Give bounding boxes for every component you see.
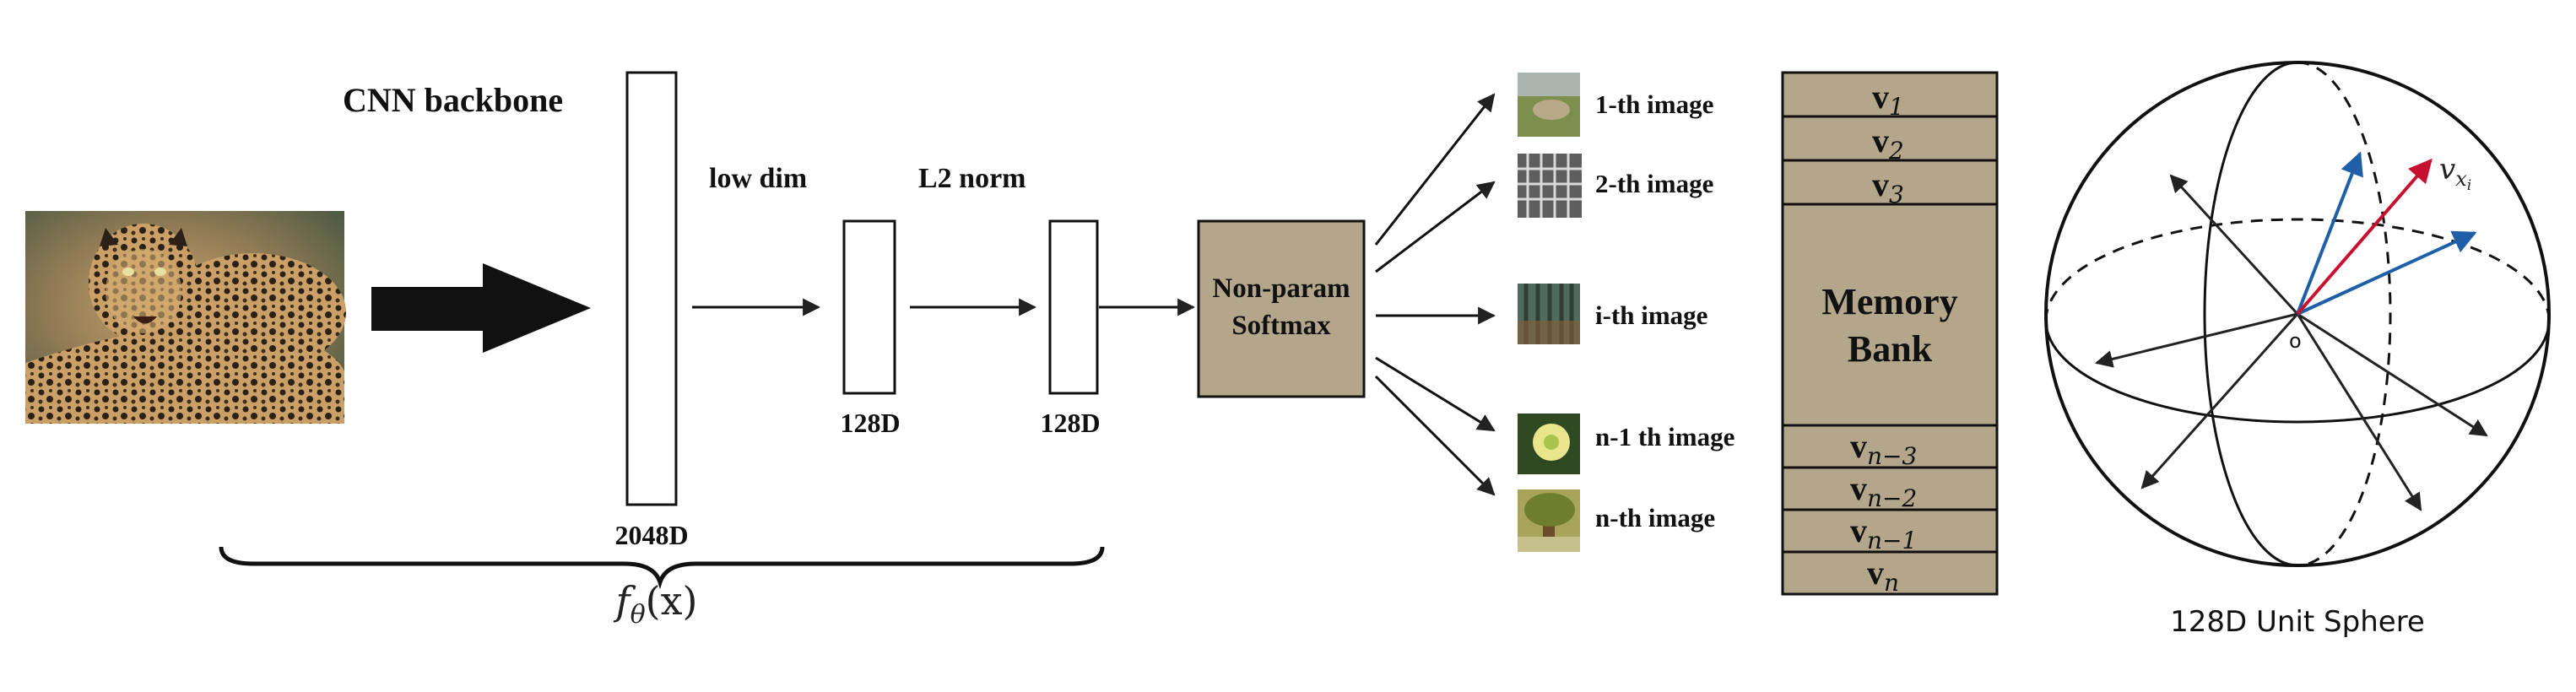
highlight-vector xyxy=(2296,158,2433,316)
instance-label-1: 1-th image xyxy=(1595,89,1713,119)
memory-bank-title-1: Memory xyxy=(1821,281,1957,322)
function-subscript: θ xyxy=(630,600,646,630)
vector-right xyxy=(2297,312,2488,437)
instance-list: 1-th image 2-th image i-th image n-1 th … xyxy=(1518,73,1734,552)
instance-label-n: n-th image xyxy=(1595,503,1715,533)
instance-2: 2-th image xyxy=(1518,154,1713,218)
neighbor-vector-2 xyxy=(2297,230,2477,316)
function-arg: (x) xyxy=(646,578,698,624)
function-label: fθ(x) xyxy=(614,578,698,630)
memory-slot-vn2: vn−2 xyxy=(1850,469,1917,512)
low-dim-label: low dim xyxy=(709,163,807,194)
neighbor-vector-1 xyxy=(2296,151,2363,315)
instance-label-2: 2-th image xyxy=(1595,169,1713,198)
instance-label-i: i-th image xyxy=(1595,300,1707,330)
vector-label: vxi xyxy=(2439,153,2471,194)
low-dim-layer xyxy=(842,219,896,395)
meridian-back xyxy=(2297,61,2392,567)
memory-slot-v2: v2 xyxy=(1872,122,1904,165)
fanout-arrow-n xyxy=(1374,375,1496,496)
vector-up-left xyxy=(2169,174,2299,316)
fanout-arrow-n1 xyxy=(1375,356,1496,432)
l2-norm-label: L2 norm xyxy=(918,163,1026,194)
softmax-box xyxy=(1197,219,1366,398)
memory-bank-title-2: Bank xyxy=(1848,328,1933,370)
origin-label: o xyxy=(2289,329,2302,353)
big-arrow xyxy=(371,263,591,353)
memory-slot-v3: v3 xyxy=(1872,165,1904,208)
instance-n: n-th image xyxy=(1518,489,1715,552)
softmax-fanout-arrows xyxy=(1374,93,1496,496)
instance-i: i-th image xyxy=(1518,284,1707,344)
input-image xyxy=(25,211,346,424)
memory-bank: v1 v2 v3 Memory Bank vn−3 vn−2 vn−1 vn xyxy=(1781,71,1999,597)
meridian-front xyxy=(2203,61,2298,567)
fanout-arrow-2 xyxy=(1375,181,1496,273)
sphere-caption: 128D Unit Sphere xyxy=(2170,605,2425,639)
vector-down xyxy=(2296,313,2422,511)
function-brace xyxy=(219,546,1105,590)
memory-slot-vn1: vn−1 xyxy=(1850,511,1917,554)
vector-left xyxy=(2094,312,2298,368)
instance-1: 1-th image xyxy=(1518,73,1713,137)
memory-slot-vn3: vn−3 xyxy=(1850,427,1917,470)
backbone-layer xyxy=(625,71,678,506)
memory-slot-v1: v1 xyxy=(1872,78,1904,121)
instance-label-n1: n-1 th image xyxy=(1595,422,1734,451)
l2-norm-dim-label: 128D xyxy=(1040,408,1100,438)
backbone-dim-label: 2048D xyxy=(614,520,688,550)
softmax-line2: Softmax xyxy=(1231,311,1331,341)
backbone-title: CNN backbone xyxy=(343,81,563,119)
unit-sphere: o vxi 128D Unit Sphere xyxy=(2044,61,2551,639)
fanout-arrow-1 xyxy=(1374,93,1496,246)
equator-back xyxy=(2044,218,2551,322)
low-dim-dim-label: 128D xyxy=(840,408,900,438)
memory-slot-vn: vn xyxy=(1867,554,1899,597)
equator-front xyxy=(2044,320,2551,424)
softmax-line1: Non-param xyxy=(1212,273,1350,304)
vector-down-left xyxy=(2140,313,2299,489)
l2-norm-layer xyxy=(1048,219,1099,395)
instance-n1: n-1 th image xyxy=(1518,414,1734,474)
